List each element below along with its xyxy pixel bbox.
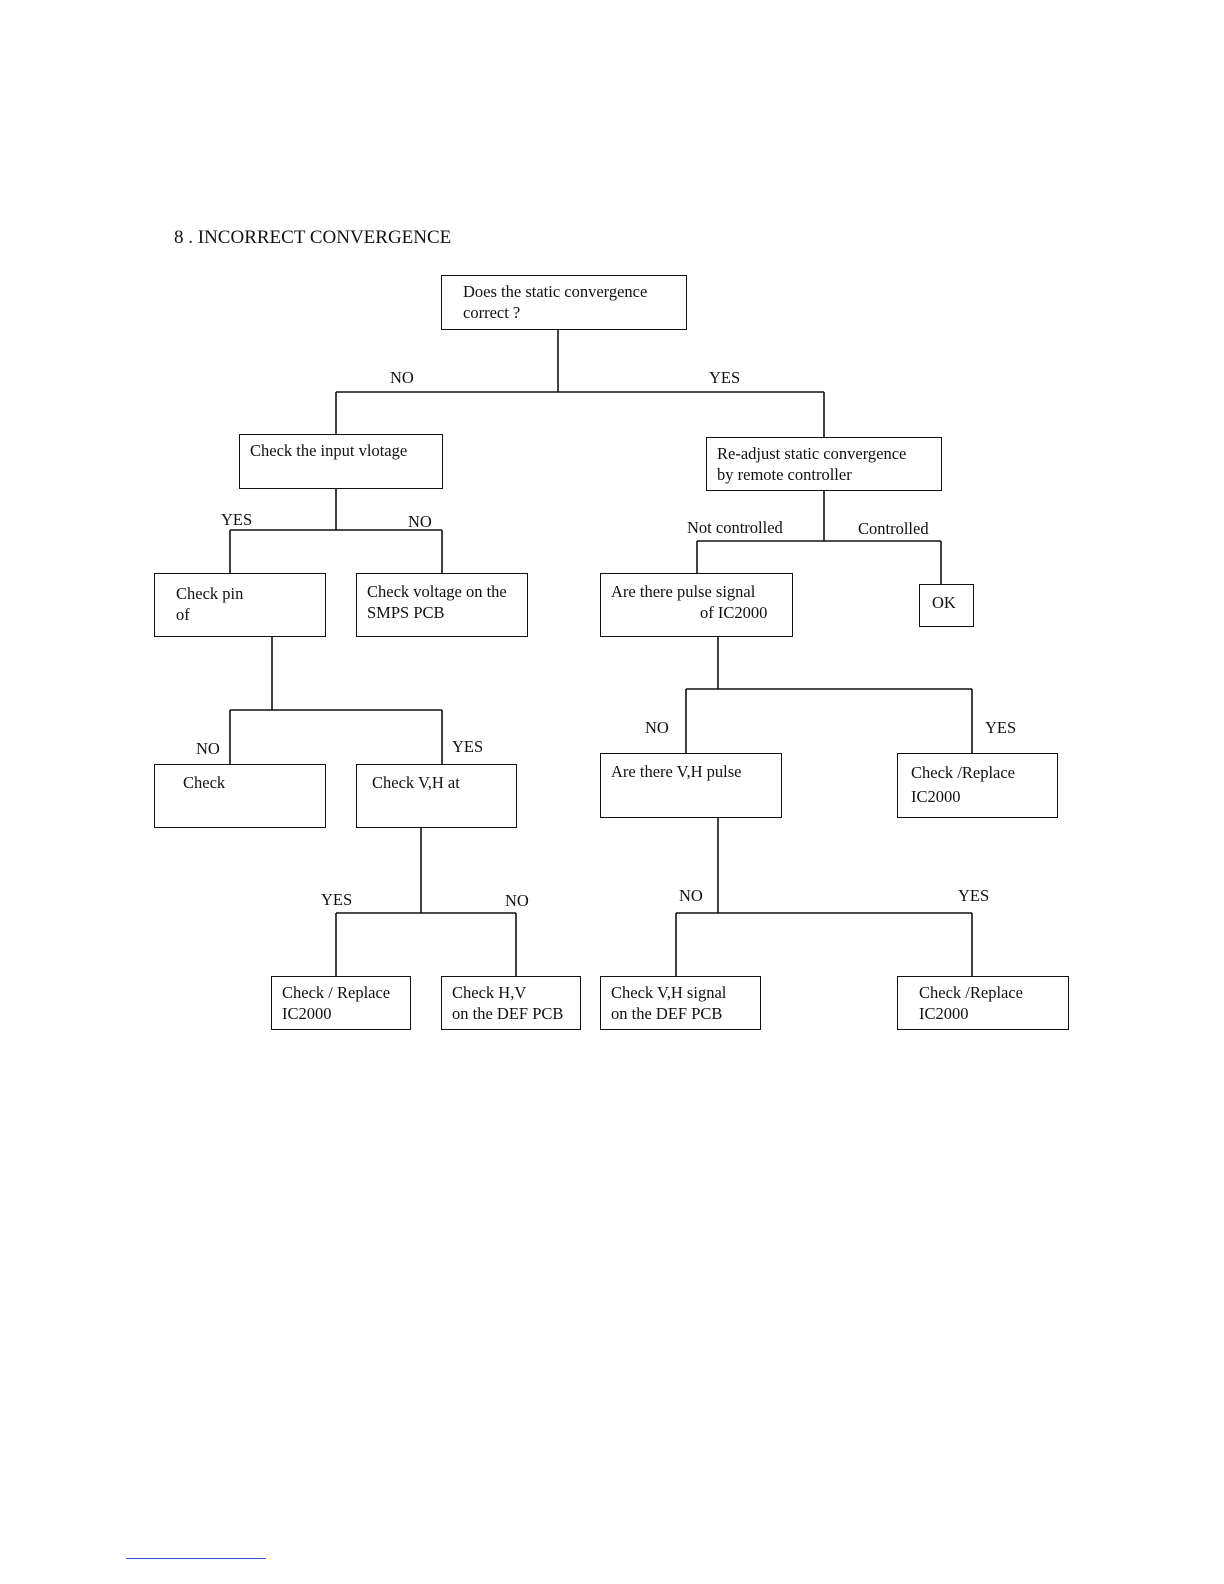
- vh-at-no-label: NO: [505, 891, 529, 910]
- replace-ic2000-box-c: Check /Replace IC2000: [897, 976, 1069, 1030]
- check-input-voltage-box: Check the input vlotage: [239, 434, 443, 489]
- page-title: 8 . INCORRECT CONVERGENCE: [174, 227, 452, 248]
- check-input-line-1: Check the input vlotage: [250, 441, 408, 460]
- replace-ic-c-line-1: Check /Replace: [919, 983, 1023, 1002]
- ok-label: OK: [932, 593, 956, 612]
- check-pin-line-1: Check pin: [176, 584, 244, 603]
- readjust-line-2: by remote controller: [717, 465, 852, 484]
- check-vh-signal-box: Check V,H signal on the DEF PCB: [600, 976, 761, 1030]
- replace-ic2000-box-a: Check /Replace IC2000: [897, 753, 1058, 818]
- check-vh-at-box: Check V,H at: [356, 764, 517, 828]
- pulse-signal-box: Are there pulse signal of IC2000: [600, 573, 793, 637]
- check-pin-line-2: of: [176, 605, 190, 624]
- check-box: Check: [154, 764, 326, 828]
- vh-pulse-no-label: NO: [679, 886, 703, 905]
- vh-pulse-line-1: Are there V,H pulse: [611, 762, 742, 781]
- root-line-2: correct ?: [463, 303, 521, 322]
- input-no-label: NO: [408, 512, 432, 531]
- root-line-1: Does the static convergence: [463, 282, 648, 301]
- replace-ic-c-line-2: IC2000: [919, 1004, 969, 1023]
- pulse-signal-line-1: Are there pulse signal: [611, 582, 756, 601]
- root-question-box: Does the static convergence correct ?: [441, 275, 687, 330]
- replace-ic-a-line-1: Check /Replace: [911, 763, 1015, 782]
- replace-ic-b-line-1: Check / Replace: [282, 983, 391, 1002]
- replace-ic-b-line-2: IC2000: [282, 1004, 332, 1023]
- vh-pulse-yes-label: YES: [958, 886, 990, 905]
- vh-at-yes-label: YES: [321, 890, 353, 909]
- pulse-yes-label: YES: [985, 718, 1017, 737]
- replace-ic-a-line-2: IC2000: [911, 787, 961, 806]
- check-vh-at-line-1: Check V,H at: [372, 773, 460, 792]
- check-hv-def-line-1: Check H,V: [452, 983, 527, 1002]
- root-yes-label: YES: [709, 368, 741, 387]
- pin-no-label: NO: [196, 739, 220, 758]
- pulse-signal-line-2: of IC2000: [700, 603, 768, 622]
- check-vh-signal-line-1: Check V,H signal: [611, 983, 727, 1002]
- root-no-label: NO: [390, 368, 414, 387]
- readjust-line-1: Re-adjust static convergence: [717, 444, 907, 463]
- input-yes-label: YES: [221, 510, 253, 529]
- check-smps-line-2: SMPS PCB: [367, 603, 445, 622]
- ok-box: OK: [919, 584, 974, 627]
- footer-rule: [126, 1558, 266, 1559]
- check-line-1: Check: [183, 773, 226, 792]
- pin-yes-label: YES: [452, 737, 484, 756]
- check-smps-line-1: Check voltage on the: [367, 582, 507, 601]
- vh-pulse-box: Are there V,H pulse: [600, 753, 782, 818]
- check-smps-box: Check voltage on the SMPS PCB: [356, 573, 528, 637]
- pulse-no-label: NO: [645, 718, 669, 737]
- controlled-label: Controlled: [858, 519, 929, 538]
- readjust-convergence-box: Re-adjust static convergence by remote c…: [706, 437, 942, 491]
- not-controlled-label: Not controlled: [687, 518, 783, 537]
- replace-ic2000-box-b: Check / Replace IC2000: [271, 976, 411, 1030]
- check-hv-def-box: Check H,V on the DEF PCB: [441, 976, 581, 1030]
- check-hv-def-line-2: on the DEF PCB: [452, 1004, 564, 1023]
- check-vh-signal-line-2: on the DEF PCB: [611, 1004, 723, 1023]
- check-pin-box: Check pin of: [154, 573, 326, 637]
